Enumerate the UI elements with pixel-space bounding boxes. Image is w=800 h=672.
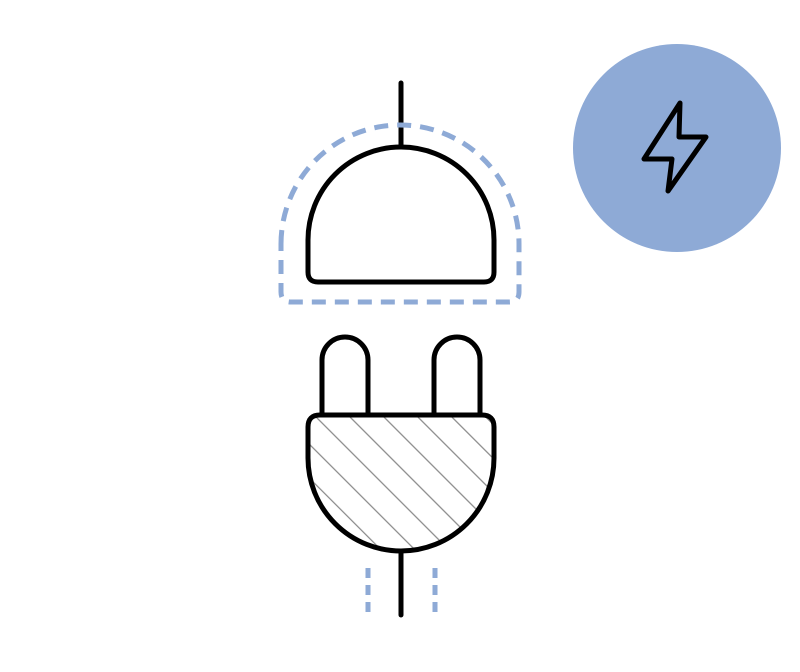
power-plug-icon (305, 334, 497, 618)
plug-prong-left (319, 334, 371, 415)
socket-body (305, 144, 497, 285)
power-badge (573, 44, 781, 252)
plug-prong-right (431, 334, 483, 415)
socket-highlight-outline (278, 122, 522, 305)
plug-body (305, 412, 497, 554)
badge-circle (573, 44, 781, 252)
power-socket-icon (278, 80, 522, 305)
lightning-bolt-icon (641, 100, 709, 194)
